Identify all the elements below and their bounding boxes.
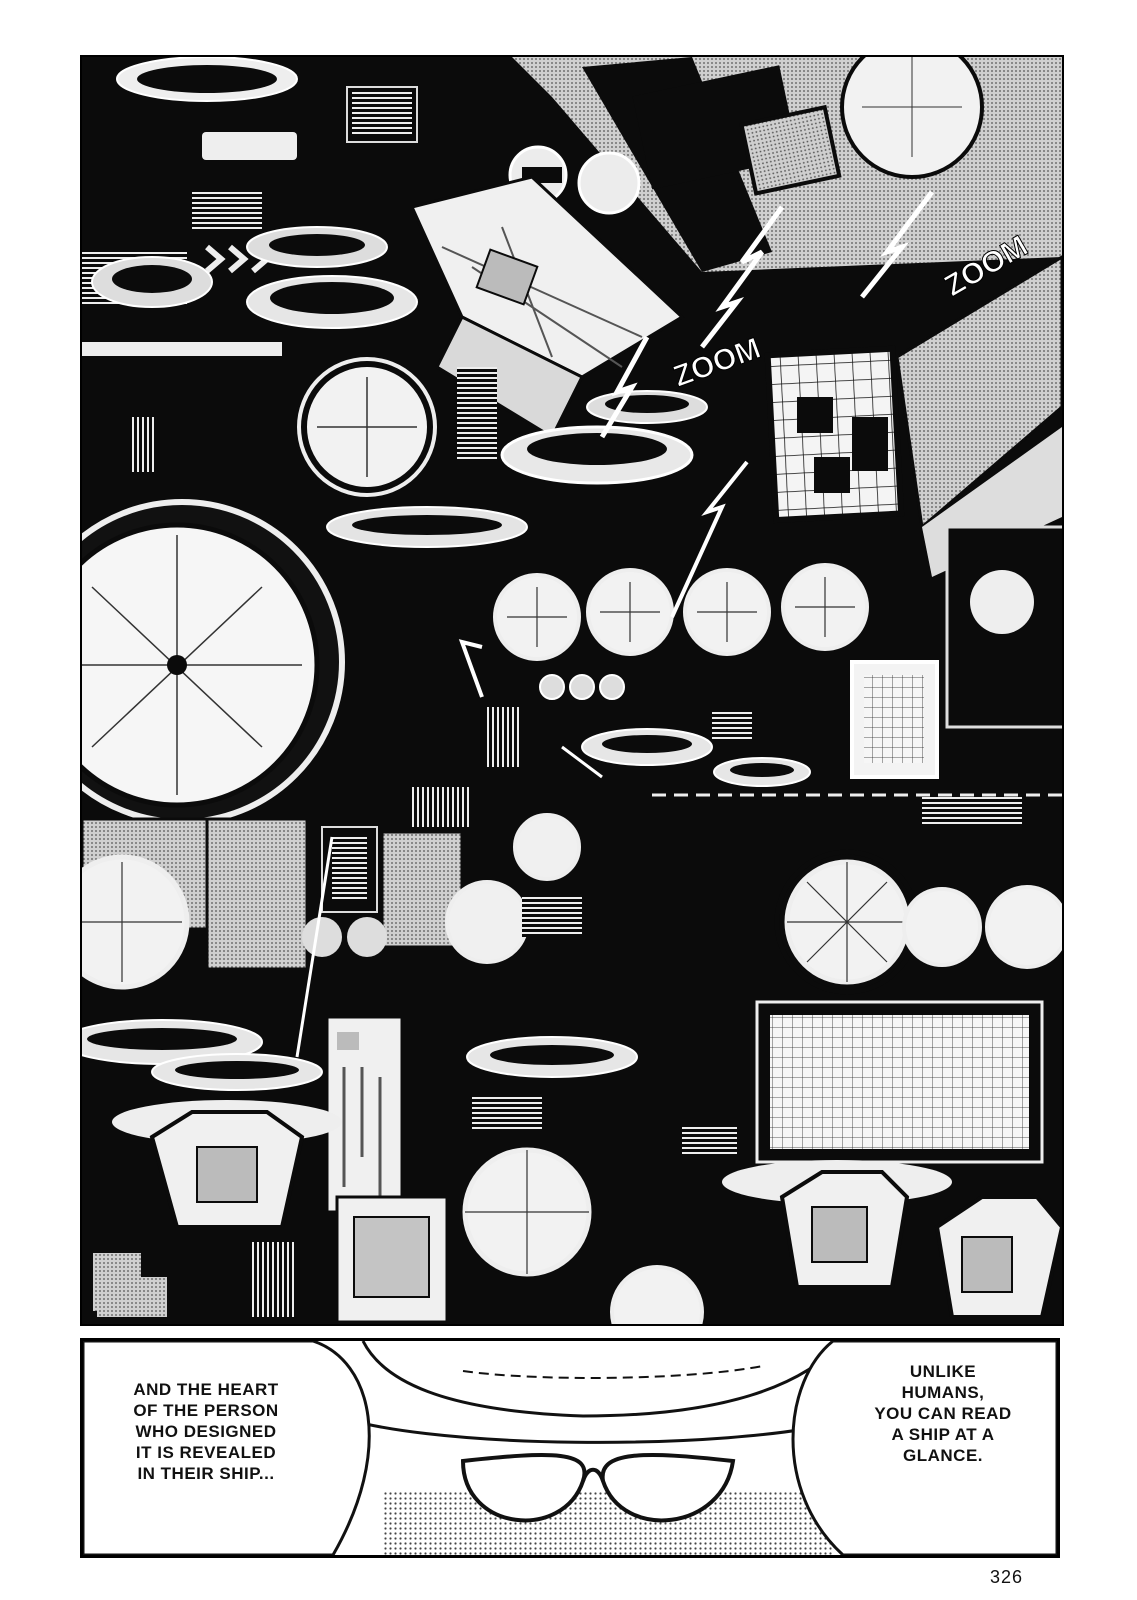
sfx-zoom-1: ZOOM [669,331,766,394]
console-block [409,175,685,379]
small-display [202,132,297,160]
speed-streak [599,335,650,439]
grid-monitor [764,1009,1035,1155]
grid-display [764,345,905,524]
speed-streak [700,205,785,349]
caption-left: AND THE HEART OF THE PERSON WHO DESIGNED… [133,1380,279,1483]
goggle-left [460,1453,587,1523]
cockpit-panel: ZOOM ZOOM [80,55,1064,1326]
caption-bubble-left [83,1341,371,1555]
caption-bubble-right [791,1341,1057,1555]
closeup-panel: AND THE HEART OF THE PERSON WHO DESIGNED… [80,1338,1060,1558]
closeup-illustration [83,1341,1057,1555]
sfx-zoom-1-text: ZOOM [669,332,765,394]
cockpit-illustration: ZOOM ZOOM [82,57,1062,1324]
page-number: 326 [990,1567,1024,1587]
caption-right: UNLIKE HUMANS, YOU CAN READ A SHIP AT A … [874,1362,1012,1465]
goggle-right [600,1453,736,1523]
